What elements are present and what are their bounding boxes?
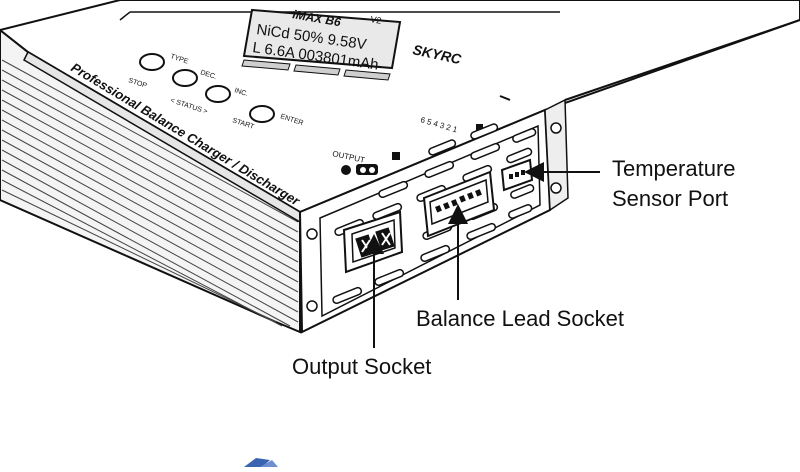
lcd-display: NiCd 50% 9.58V L 6.6A 003801mAh (241, 8, 402, 81)
left-side-panel (0, 28, 301, 334)
dec-button[interactable]: DEC. (172, 69, 218, 87)
dec-label: DEC. (199, 69, 217, 81)
top-panel (0, 0, 800, 224)
temperature-callout-line2: Sensor Port (612, 186, 729, 211)
output-callout: Output Socket (292, 354, 432, 379)
inc-button[interactable]: INC. (205, 85, 249, 103)
partial-logo-icon (244, 458, 278, 467)
inc-label: INC. (233, 87, 249, 98)
model-suffix: V2 (370, 14, 383, 26)
balance-callout: Balance Lead Socket (416, 306, 624, 331)
output-polarity-icon (341, 152, 400, 175)
callout-leaders (364, 162, 600, 348)
temperature-callout-line1: Temperature (612, 156, 736, 181)
